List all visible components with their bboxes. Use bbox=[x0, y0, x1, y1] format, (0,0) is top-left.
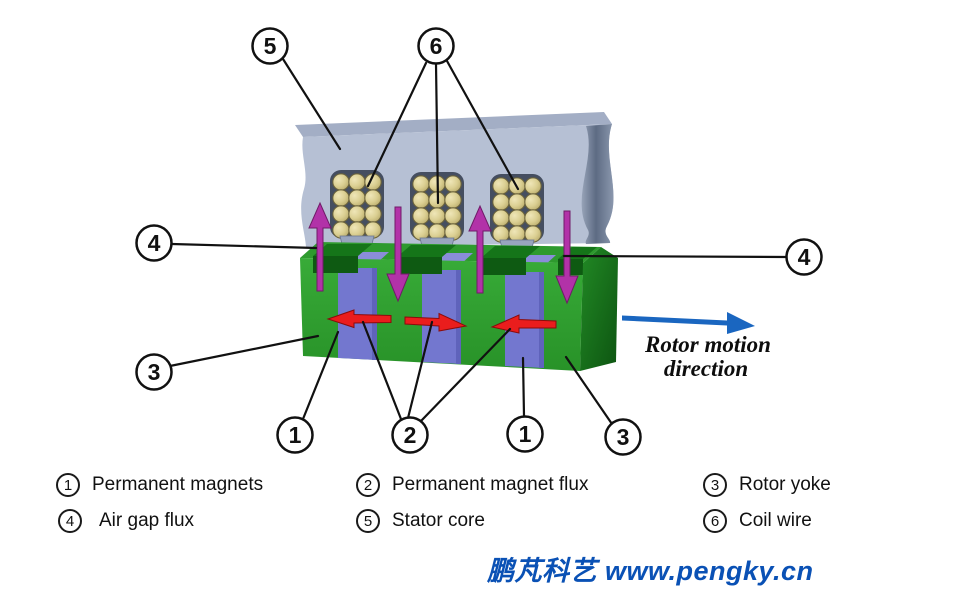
stator-broken-edge bbox=[581, 124, 614, 244]
rotor-motion-label-line1: Rotor motion bbox=[644, 332, 771, 357]
callout-magnet-right-line bbox=[521, 356, 526, 418]
rotor-tooth-2 bbox=[397, 245, 456, 274]
legend-num-2: 2 bbox=[356, 473, 380, 497]
air-gap-flux-up-arrow-2 bbox=[468, 204, 492, 294]
callout-coil-num: 6 bbox=[430, 33, 443, 59]
callout-airgap-left: 4 bbox=[135, 224, 173, 262]
rotor-motion-arrow bbox=[622, 312, 755, 334]
legend-item-coil-wire: 6 Coil wire bbox=[703, 509, 812, 533]
callout-flux-line-1 bbox=[361, 320, 403, 421]
rotor-side-face bbox=[580, 247, 618, 371]
permanent-magnet-1 bbox=[338, 268, 377, 360]
callout-airgap-left-line bbox=[170, 242, 318, 250]
legend-item-permanent-magnets: 1 Permanent magnets bbox=[56, 473, 263, 497]
legend-label-3: Rotor yoke bbox=[739, 474, 831, 495]
callout-airgap-right-line bbox=[562, 254, 788, 259]
callout-coil-line-1 bbox=[366, 61, 428, 188]
legend-item-rotor-yoke: 3 Rotor yoke bbox=[703, 473, 831, 497]
magnet-flux-arrow-left-2 bbox=[490, 314, 557, 334]
callout-flux-line-2 bbox=[406, 320, 434, 420]
legend-num-3: 3 bbox=[703, 473, 727, 497]
legend-label-1: Permanent magnets bbox=[92, 474, 264, 495]
legend-item-stator-core: 5 Stator core bbox=[356, 509, 485, 533]
callout-magnet-right: 1 bbox=[506, 415, 544, 453]
magnet-flux-arrow-right bbox=[404, 312, 468, 332]
callout-coil: 6 bbox=[417, 27, 455, 65]
stator-top-face bbox=[295, 112, 612, 137]
callout-magnet-left-num: 1 bbox=[289, 422, 302, 448]
legend-label-4: Air gap flux bbox=[99, 510, 195, 531]
watermark: 鹏芃科艺 www.pengky.cn bbox=[487, 556, 814, 586]
callout-stator-line bbox=[281, 57, 342, 151]
callout-yoke-right-num: 3 bbox=[617, 424, 630, 450]
callout-yoke-right: 3 bbox=[604, 418, 642, 456]
permanent-magnet-1-edge bbox=[372, 268, 377, 360]
callout-airgap-right: 4 bbox=[785, 238, 823, 276]
magnet-flux-arrow-left-1 bbox=[326, 309, 392, 329]
callout-yoke-left-num: 3 bbox=[148, 359, 161, 385]
rotor-tooth-1 bbox=[313, 244, 372, 273]
callout-magnet-right-num: 1 bbox=[519, 421, 532, 447]
legend-num-4: 4 bbox=[58, 509, 82, 533]
stator-core bbox=[295, 112, 614, 257]
callout-coil-line-2 bbox=[434, 62, 440, 205]
callout-flux-line-3 bbox=[419, 327, 512, 423]
legend-label-6: Coil wire bbox=[739, 510, 812, 531]
air-gap-flux-up-arrow-1 bbox=[308, 201, 332, 292]
legend-num-5: 5 bbox=[356, 509, 380, 533]
callout-yoke-left-line bbox=[168, 334, 320, 368]
callout-flux-num: 2 bbox=[404, 422, 417, 448]
callout-yoke-left: 3 bbox=[135, 353, 173, 391]
legend-item-permanent-magnet-flux: 2 Permanent magnet flux bbox=[356, 473, 588, 497]
coil-wires-1 bbox=[332, 173, 382, 239]
callout-coil-line-3 bbox=[445, 59, 520, 191]
diagram-canvas: Rotor motion direction 5 bbox=[135, 27, 823, 456]
callout-stator: 5 bbox=[251, 27, 289, 65]
legend-item-air-gap-flux: 4 Air gap flux bbox=[58, 509, 194, 533]
legend-num-6: 6 bbox=[703, 509, 727, 533]
permanent-magnet-2-edge bbox=[456, 270, 461, 364]
callout-magnet-left: 1 bbox=[276, 416, 314, 454]
callout-airgap-left-num: 4 bbox=[148, 230, 161, 256]
rotor-tooth-3 bbox=[481, 246, 540, 275]
callout-magnet-left-line bbox=[301, 330, 340, 421]
callout-airgap-right-num: 4 bbox=[798, 244, 811, 270]
rotor-motion-label-line2: direction bbox=[664, 356, 748, 381]
legend-num-1: 1 bbox=[56, 473, 80, 497]
callout-yoke-right-line bbox=[564, 355, 614, 426]
callout-markers: 5 6 4 4 3 3 1 bbox=[135, 27, 823, 456]
air-gap-flux-down-arrow-1 bbox=[386, 206, 410, 303]
callout-flux: 2 bbox=[391, 416, 429, 454]
legend-label-2: Permanent magnet flux bbox=[392, 474, 589, 495]
callout-stator-num: 5 bbox=[264, 33, 277, 59]
legend-label-5: Stator core bbox=[392, 510, 485, 531]
